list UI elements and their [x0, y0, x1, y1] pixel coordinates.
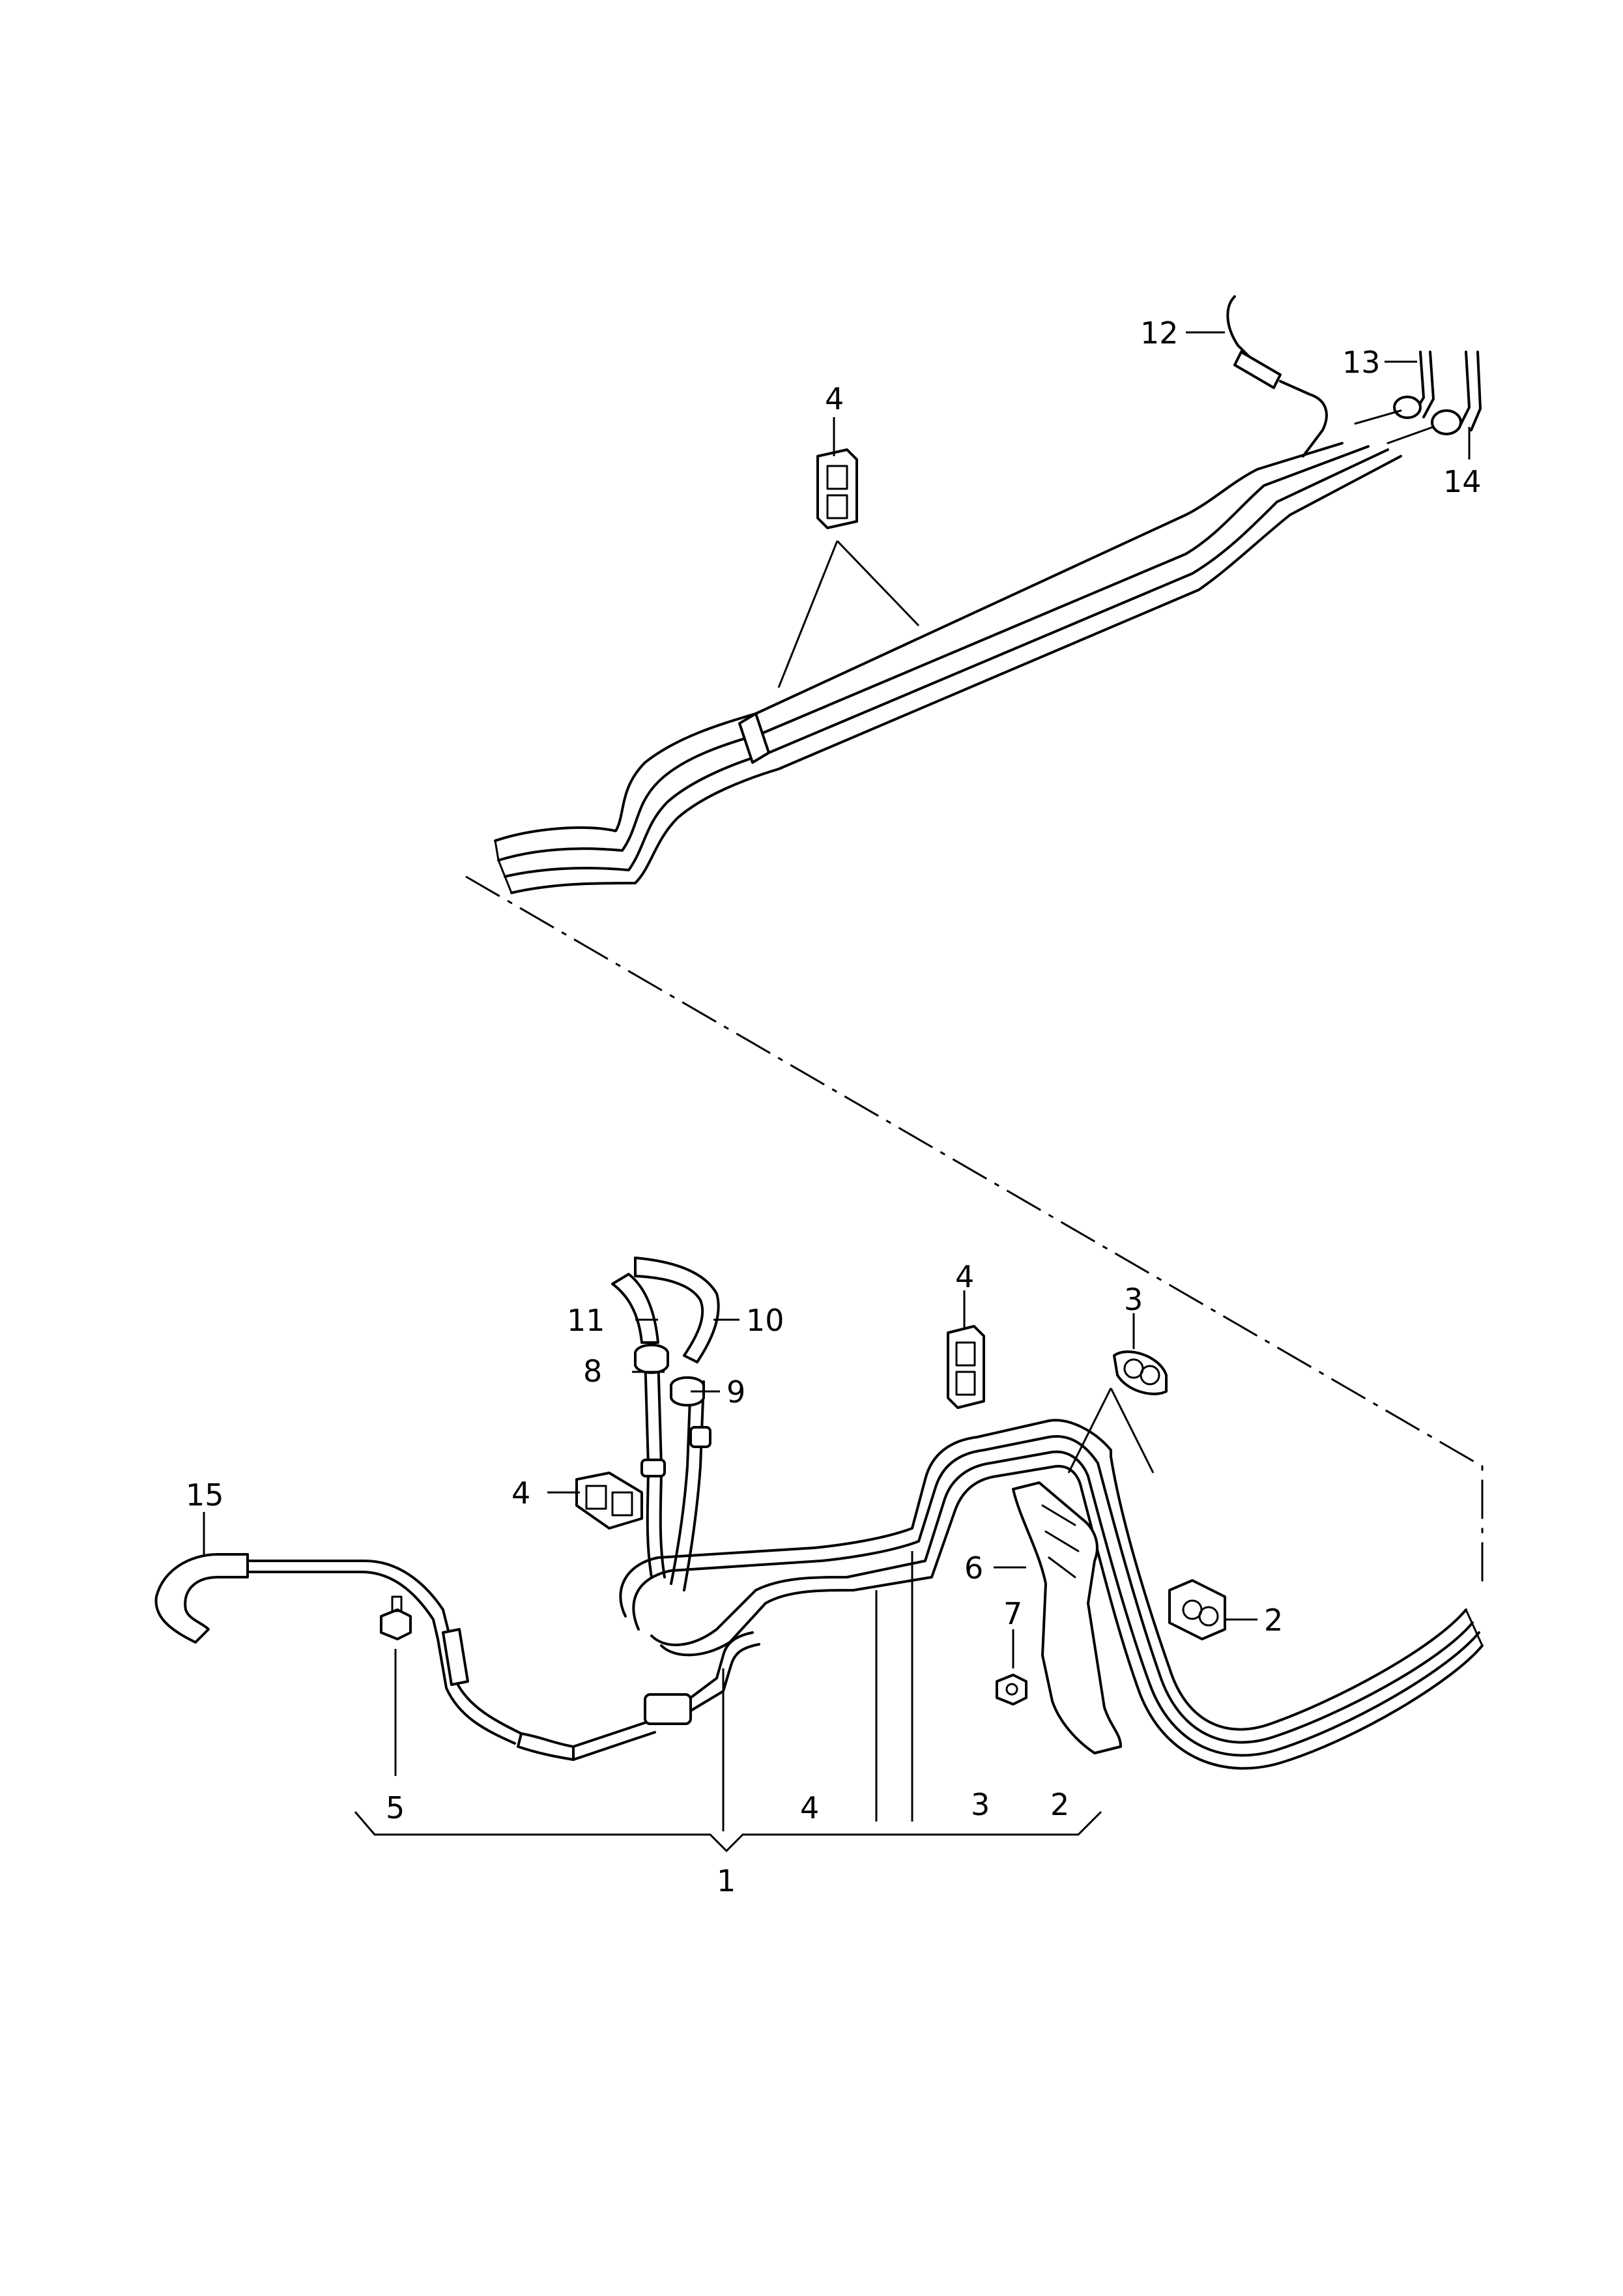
- callout-1: 1: [717, 1863, 736, 1898]
- callout-10: 10: [746, 1303, 784, 1338]
- callout-4-bottom: 4: [800, 1790, 819, 1825]
- upper-hose-12: [1226, 295, 1328, 458]
- callout-6: 6: [964, 1550, 983, 1586]
- callout-11: 11: [567, 1303, 605, 1338]
- upper-line-bundle: [494, 442, 1402, 894]
- callout-13: 13: [1342, 345, 1381, 380]
- callout-15: 15: [186, 1477, 224, 1513]
- callout-8: 8: [583, 1354, 602, 1389]
- callout-14: 14: [1443, 464, 1482, 499]
- callout-9: 9: [726, 1374, 745, 1410]
- callout-2: 2: [1264, 1603, 1283, 1638]
- callout-7: 7: [1003, 1596, 1022, 1631]
- callout-2-bottom: 2: [1050, 1787, 1069, 1822]
- callout-3: 3: [1124, 1282, 1143, 1317]
- clamp-9: [670, 1376, 705, 1407]
- callout-4-upper: 4: [825, 381, 844, 416]
- fitting-13: [1354, 351, 1435, 425]
- callout-12: 12: [1140, 315, 1179, 351]
- fitting-14: [1386, 351, 1482, 444]
- callout-3-bottom: 3: [971, 1787, 990, 1822]
- hose-15: [154, 1553, 249, 1644]
- clip-4-upper: [816, 448, 858, 529]
- callout-labels: 12 13 14 4 4 3 11 10 8 9 4 15 6 7 2 5 4 …: [186, 315, 1482, 1898]
- nut-7: [996, 1674, 1027, 1706]
- leader-clip-4-upper: [777, 417, 920, 688]
- divider-line: [465, 875, 1484, 1590]
- nut-5: [380, 1595, 412, 1640]
- hose-10: [634, 1257, 720, 1591]
- bracket-6: [1012, 1481, 1122, 1754]
- holder-2: [1168, 1579, 1226, 1640]
- hose-11: [611, 1273, 666, 1578]
- lower-line-bundle: [619, 1419, 1484, 1770]
- clamp-8: [634, 1343, 669, 1374]
- callout-4-middle: 4: [955, 1259, 974, 1294]
- lower-feed-line: [246, 1560, 760, 1761]
- clip-4-middle: [947, 1325, 985, 1409]
- clip-4-left: [575, 1472, 643, 1530]
- callout-4-left: 4: [511, 1475, 530, 1511]
- leader-lines: [203, 331, 1471, 1853]
- holder-3: [1113, 1350, 1168, 1395]
- callout-5: 5: [386, 1790, 405, 1825]
